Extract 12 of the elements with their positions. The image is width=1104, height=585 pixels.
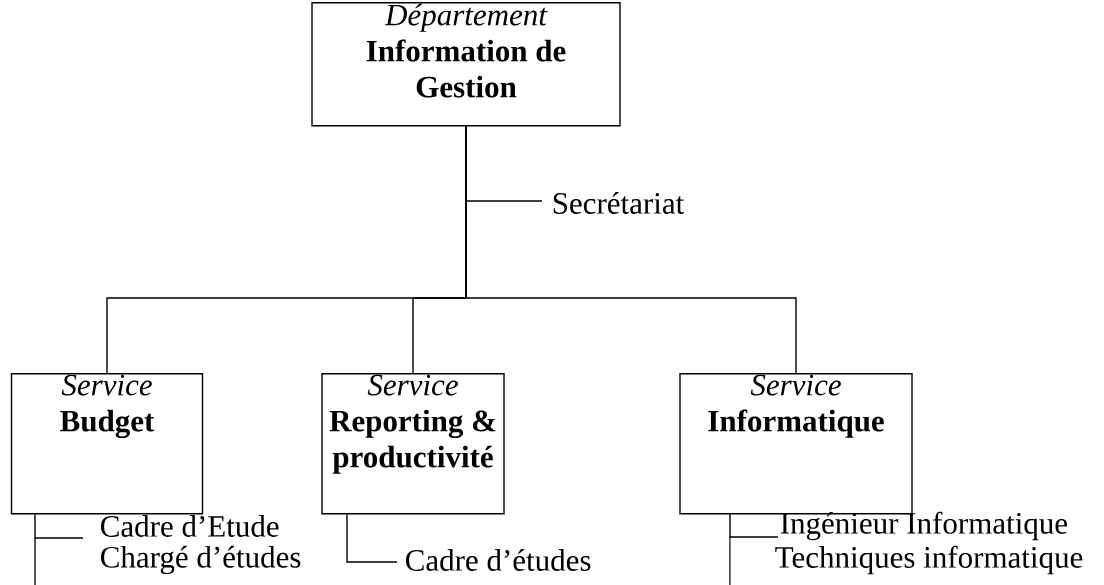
role-text: Cadre d’études — [406, 549, 591, 571]
role-text: Secrétariat — [553, 192, 685, 214]
connector-line — [346, 512, 398, 563]
connector-line — [729, 512, 779, 538]
connector-line — [34, 512, 84, 539]
role-text: Techniques informatique — [775, 545, 1083, 575]
role-text: Cadre d’Etude — [101, 515, 279, 537]
org-box: Service Reporting & productivité — [321, 373, 505, 515]
org-box: Département Information de Gestion — [311, 2, 621, 127]
org-box: Service Budget — [10, 373, 204, 515]
role-text: Chargé d’études — [101, 545, 301, 575]
connector-line — [465, 125, 797, 374]
